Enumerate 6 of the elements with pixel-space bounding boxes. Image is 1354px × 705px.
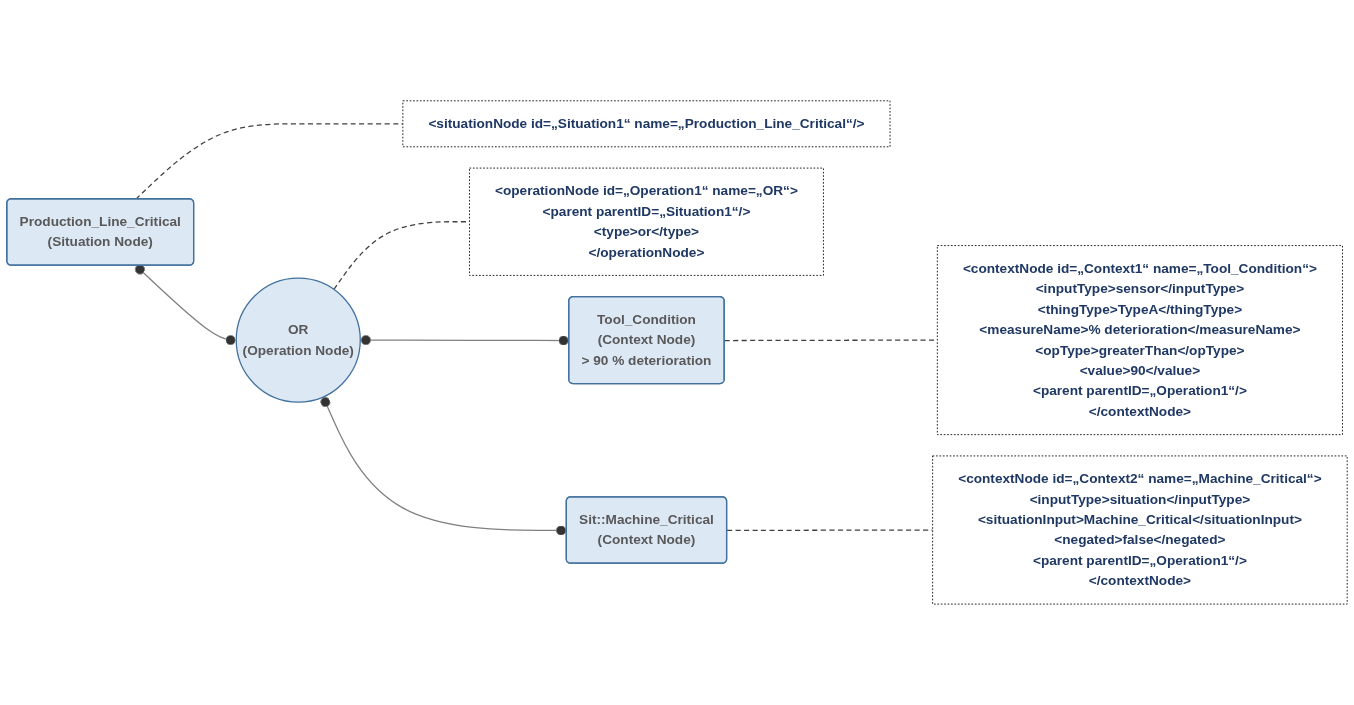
node-box: <situationNode id=„Situation1“ name=„Production_Line_Critical“/> xyxy=(402,100,891,148)
node-box: <contextNode id=„Context2“ name=„Machine_Critical“> <inputType>situation</inputType> <situationInput>Machine_Critical</situationInput> <negated>false</negated> <parent parentID=„Operation1“/> </contextNode> xyxy=(932,455,1348,605)
node-box: <operationNode id=„Operation1“ name=„OR“> <parent parentID=„Situation1“/> <type>or</type> </operationNode> xyxy=(469,167,824,276)
node-box: <contextNode id=„Context1“ name=„Tool_Condition“> <inputType>sensor</inputType> <thingType>TypeA</thingType> <measureName>% deterioration</measureName> <opType>greaterThan</opType> <value>90</value> <parent parentID=„Operation1“/> </contextNode> xyxy=(936,245,1343,436)
connector xyxy=(134,264,237,346)
node-circle: OR (Operation Node) xyxy=(235,277,361,403)
